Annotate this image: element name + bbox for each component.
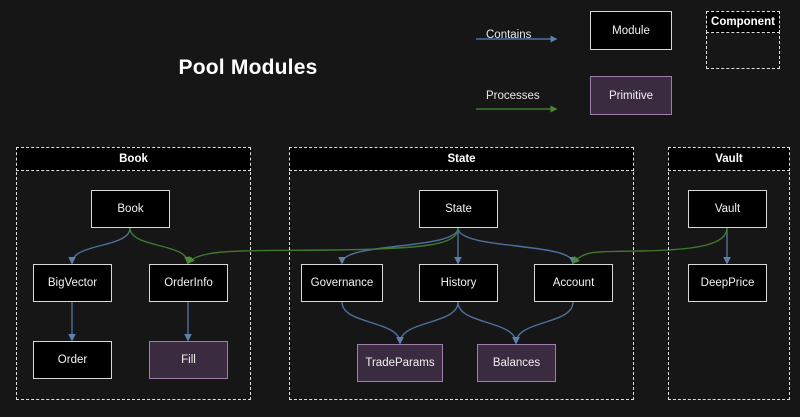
legend-processes-label: Processes xyxy=(486,90,540,102)
group-book-label: Book xyxy=(119,153,148,165)
node-book-label: Book xyxy=(117,203,144,215)
node-order-label: Order xyxy=(57,354,88,366)
legend-component-header: Component xyxy=(706,11,780,33)
node-vault-label: Vault xyxy=(714,203,741,215)
node-account[interactable]: Account xyxy=(534,264,613,302)
legend-contains-arrow xyxy=(476,35,558,43)
node-balances-label: Balances xyxy=(492,357,541,369)
node-history-label: History xyxy=(440,277,477,289)
legend-component-label: Component xyxy=(711,16,775,28)
legend-module-box: Module xyxy=(590,11,672,50)
group-book-header: Book xyxy=(16,147,251,171)
node-tradeparams[interactable]: TradeParams xyxy=(357,344,443,382)
node-account-label: Account xyxy=(552,277,595,289)
node-fill-label: Fill xyxy=(181,354,196,366)
group-state-label: State xyxy=(447,153,476,165)
node-tradeparams-label: TradeParams xyxy=(365,357,435,369)
group-vault-label: Vault xyxy=(715,153,743,165)
node-order[interactable]: Order xyxy=(33,341,112,379)
page-title: Pool Modules xyxy=(178,56,318,79)
node-bigvector[interactable]: BigVector xyxy=(33,264,112,302)
node-state-label: State xyxy=(445,203,472,215)
node-history[interactable]: History xyxy=(419,264,498,302)
node-deepprice[interactable]: DeepPrice xyxy=(688,264,767,302)
node-book[interactable]: Book xyxy=(91,190,170,228)
node-vault[interactable]: Vault xyxy=(688,190,767,228)
node-deepprice-label: DeepPrice xyxy=(700,277,755,289)
node-orderinfo-label: OrderInfo xyxy=(164,277,213,289)
node-fill[interactable]: Fill xyxy=(149,341,228,379)
legend-processes-arrow xyxy=(476,105,558,113)
node-governance-label: Governance xyxy=(310,277,374,289)
legend-primitive-label: Primitive xyxy=(608,89,654,102)
legend-contains-label: Contains xyxy=(486,29,532,41)
node-governance[interactable]: Governance xyxy=(301,264,383,302)
node-orderinfo[interactable]: OrderInfo xyxy=(149,264,228,302)
group-vault-header: Vault xyxy=(668,147,790,171)
node-bigvector-label: BigVector xyxy=(47,277,98,289)
legend-module-label: Module xyxy=(612,24,650,37)
node-state[interactable]: State xyxy=(419,190,498,228)
legend-primitive-box: Primitive xyxy=(590,76,672,115)
node-balances[interactable]: Balances xyxy=(477,344,556,382)
group-state-header: State xyxy=(289,147,634,171)
